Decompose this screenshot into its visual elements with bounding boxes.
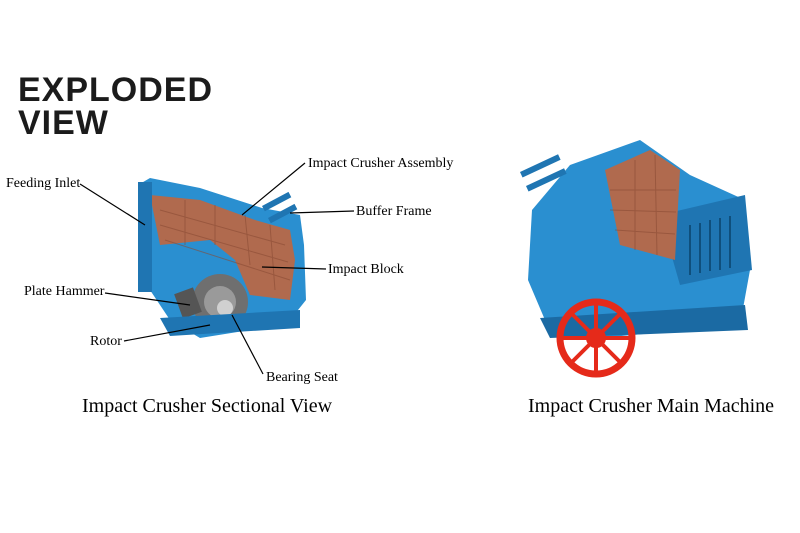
crusher-base [160, 310, 300, 336]
machine-liner [605, 150, 680, 260]
label-buffer-frame: Buffer Frame [356, 204, 432, 219]
label-impact-block: Impact Block [328, 262, 404, 277]
caption-main-machine: Impact Crusher Main Machine [528, 395, 775, 417]
heading-line-2: VIEW [18, 104, 109, 142]
heading-line-1: EXPLODED [18, 71, 214, 109]
bearing-seat-disc [217, 300, 233, 316]
leader-impact-block [261, 266, 327, 270]
label-plate-hammer: Plate Hammer [24, 284, 105, 299]
feed-inlet-plate [138, 182, 152, 292]
exploded-view-heading: EXPLODED VIEW [18, 71, 214, 142]
label-bearing-seat: Bearing Seat [266, 370, 338, 385]
label-feeding-inlet: Feeding Inlet [6, 176, 81, 191]
caption-sectional-view: Impact Crusher Sectional View [82, 395, 333, 417]
label-rotor: Rotor [90, 334, 122, 349]
impact-liner [150, 195, 295, 300]
machine-top-rod [519, 154, 561, 178]
leader-feeding-inlet [79, 183, 146, 226]
leader-bearing-seat [231, 314, 264, 375]
buffer-frame-rod [262, 191, 292, 212]
flywheel [556, 298, 636, 378]
leader-assembly [241, 162, 306, 216]
label-impact-crusher-assembly: Impact Crusher Assembly [308, 156, 454, 171]
leader-rotor [123, 324, 211, 342]
leader-buffer-frame [289, 210, 355, 214]
leader-plate-hammer [104, 292, 191, 306]
plate-hammer-block [174, 287, 202, 319]
